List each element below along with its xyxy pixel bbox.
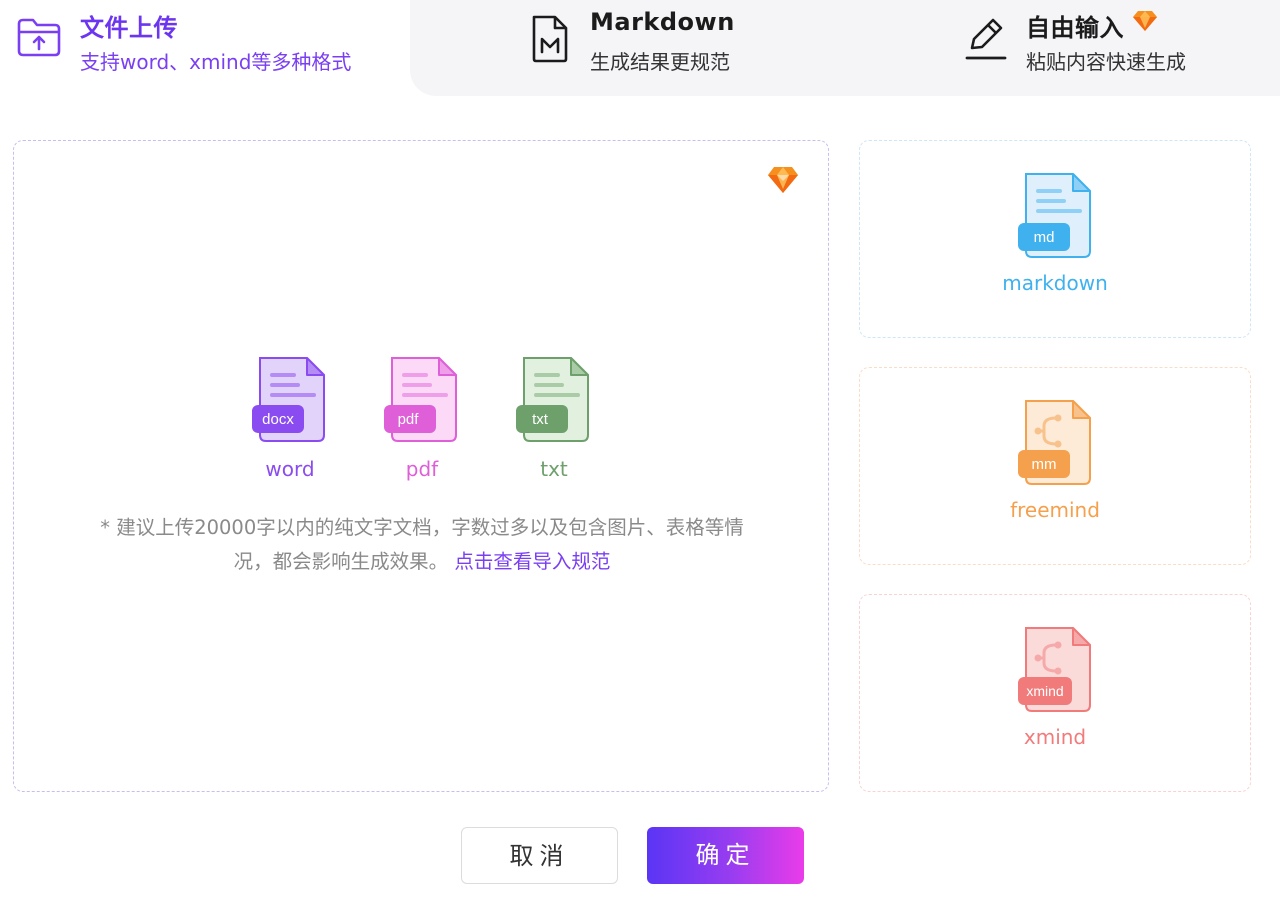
markdown-file-icon: md (1018, 173, 1091, 258)
word-file-type: docx word (250, 355, 330, 481)
pdf-file-type: pdf pdf (382, 355, 462, 481)
upload-hint-line2: 况，都会影响生成效果。 (233, 550, 449, 573)
upload-hint-line1: * 建议上传20000字以内的纯文字文档，字数过多以及包含图片、表格等情 (100, 516, 744, 539)
xmind-badge-text: xmind (1026, 683, 1063, 699)
txt-label: txt (540, 457, 568, 481)
import-spec-link[interactable]: 点击查看导入规范 (454, 550, 611, 573)
tab-file-upload-title: 文件上传 (80, 14, 178, 42)
markdown-badge-text: md (1034, 229, 1055, 246)
pdf-file-icon: pdf (384, 357, 457, 442)
format-label-xmind: xmind (1023, 725, 1087, 749)
tab-free-input-title: 自由输入 (1026, 14, 1124, 42)
confirm-button[interactable]: 确定 (647, 827, 804, 884)
freemind-badge-text: mm (1032, 456, 1057, 473)
format-label-markdown: markdown (1002, 271, 1108, 295)
tab-free-input-subtitle: 粘贴内容快速生成 (1026, 50, 1186, 74)
format-card-xmind[interactable]: xmind xmind (859, 594, 1251, 792)
format-label-freemind: freemind (1010, 498, 1100, 522)
vip-gem-icon (768, 167, 798, 193)
word-badge-text: docx (262, 411, 294, 428)
tab-markdown-title: Markdown (590, 8, 735, 36)
tab-free-input[interactable]: 自由输入 粘贴内容快速生成 (960, 0, 1260, 96)
folder-upload-icon (17, 18, 61, 57)
upload-hint: * 建议上传20000字以内的纯文字文档，字数过多以及包含图片、表格等情 况，都… (54, 511, 790, 579)
word-file-icon: docx (252, 357, 325, 442)
format-card-freemind[interactable]: mm freemind (859, 367, 1251, 565)
tab-markdown-subtitle: 生成结果更规范 (590, 50, 730, 74)
pdf-badge-text: pdf (398, 411, 420, 428)
vip-gem-icon (1133, 11, 1157, 31)
format-card-markdown[interactable]: md markdown (859, 140, 1251, 338)
txt-badge-text: txt (532, 411, 549, 428)
xmind-file-icon: xmind (1018, 627, 1091, 712)
markdown-file-icon (532, 15, 568, 63)
pencil-edit-icon (965, 18, 1007, 60)
tab-file-upload-subtitle: 支持word、xmind等多种格式 (80, 50, 352, 74)
txt-file-icon: txt (516, 357, 589, 442)
cancel-button[interactable]: 取消 (461, 827, 618, 884)
tab-markdown[interactable]: Markdown 生成结果更规范 (520, 0, 820, 96)
mode-tab-bar: 文件上传 支持word、xmind等多种格式 Markdown 生成结果更规范 … (0, 0, 1280, 96)
pdf-label: pdf (405, 457, 439, 481)
file-upload-dropzone[interactable]: docx word pdf pdf txt txt * 建议上传20000字以内… (13, 140, 829, 792)
txt-file-type: txt txt (514, 355, 594, 481)
word-label: word (265, 457, 315, 481)
freemind-file-icon: mm (1018, 400, 1091, 485)
tab-file-upload[interactable]: 文件上传 支持word、xmind等多种格式 (0, 0, 410, 96)
